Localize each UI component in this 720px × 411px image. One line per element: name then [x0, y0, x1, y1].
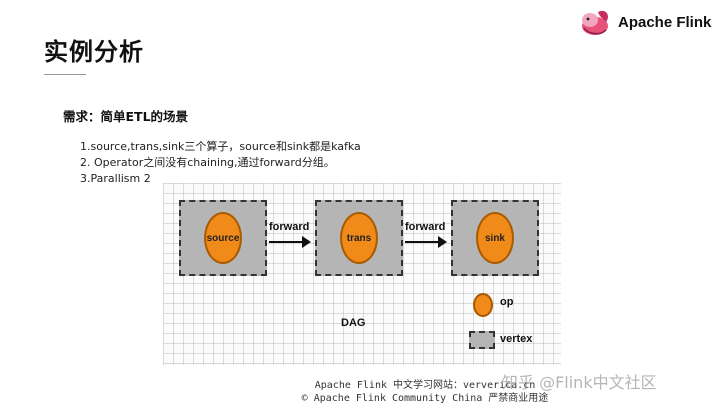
list-item: 2. Operator之间没有chaining,通过forward分组。 — [80, 156, 335, 169]
footer-line-2: © Apache Flink Community China 严禁商业用途 — [301, 393, 549, 404]
op-trans: trans — [340, 212, 378, 264]
legend-op-label: op — [500, 296, 514, 308]
op-sink: sink — [476, 212, 514, 264]
list-item: 1.source,trans,sink三个算子，source和sink都是kaf… — [80, 140, 361, 153]
list-item: 3.Parallism 2 — [80, 172, 151, 185]
vertex-sink: sink — [451, 200, 539, 276]
flink-logo-icon — [582, 10, 609, 35]
footer: Apache Flink 中文学习网站：ververica.cn © Apach… — [270, 379, 580, 405]
edge-label-forward-1: forward — [269, 221, 310, 233]
dag-diagram: source forward trans forward sink DAG op… — [163, 183, 561, 365]
requirement-list: 1.source,trans,sink三个算子，source和sink都是kaf… — [80, 139, 361, 187]
brand-name: Apache Flink — [618, 13, 712, 31]
title-underline — [44, 74, 86, 75]
legend-vertex-label: vertex — [500, 333, 533, 345]
dag-label: DAG — [341, 317, 366, 329]
arrow-trans-sink — [405, 236, 447, 248]
page-title: 实例分析 — [44, 38, 144, 66]
vertex-source: source — [179, 200, 267, 276]
watermark: 知乎 @Flink中文社区 — [502, 373, 657, 392]
requirement-heading: 需求：简单ETL的场景 — [63, 109, 189, 124]
legend-op-swatch — [473, 293, 493, 317]
legend-vertex-swatch — [469, 331, 495, 349]
vertex-trans: trans — [315, 200, 403, 276]
arrow-source-trans — [269, 236, 311, 248]
edge-label-forward-2: forward — [405, 221, 446, 233]
brand: Apache Flink — [578, 6, 716, 38]
footer-line-1: Apache Flink 中文学习网站：ververica.cn — [314, 380, 536, 391]
op-source: source — [204, 212, 242, 264]
